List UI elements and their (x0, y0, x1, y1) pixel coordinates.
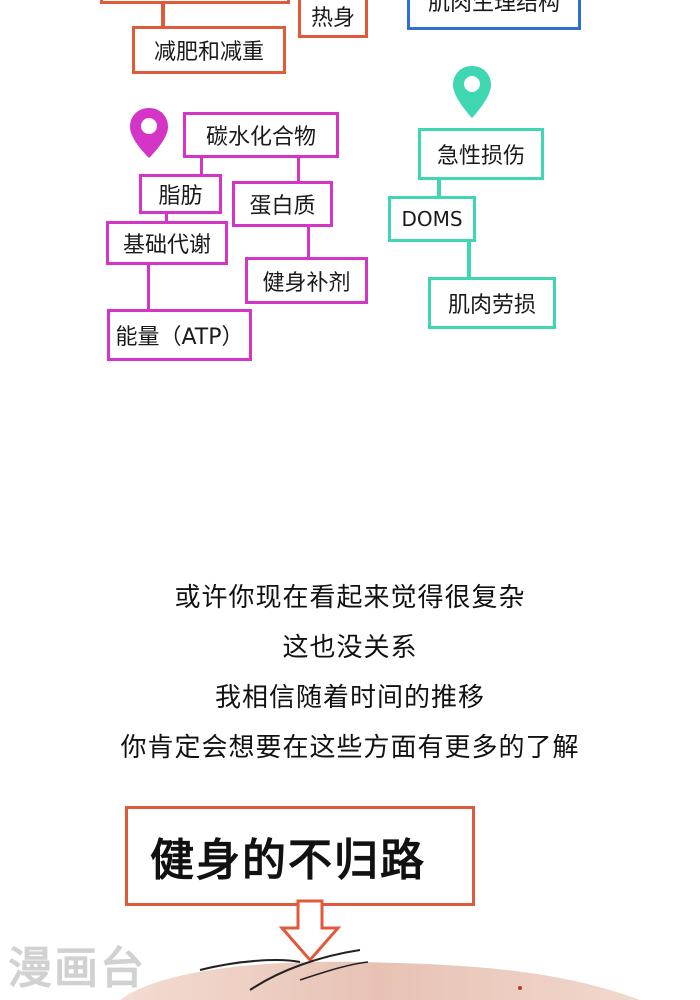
orange-box-top-partial (100, 0, 290, 4)
mag-line-protein-supp (307, 226, 310, 260)
bmr-box: 基础代谢 (106, 221, 228, 265)
arrow-down-icon (278, 899, 342, 963)
muscle-structure-label: 肌肉生理结构 (427, 0, 560, 16)
protein-label: 蛋白质 (249, 194, 316, 219)
section-title-box: 健身的不归路 (125, 806, 475, 906)
carbs-label: 碳水化合物 (205, 125, 316, 150)
carbs-box: 碳水化合物 (183, 112, 339, 158)
acute-injury-label: 急性损伤 (436, 144, 525, 169)
magenta-pin-icon (130, 108, 168, 158)
fat-box: 脂肪 (139, 174, 222, 214)
section-title: 健身的不归路 (150, 835, 426, 886)
mag-line-carbs-left (200, 155, 203, 177)
fatloss-box: 减肥和减重 (132, 26, 286, 74)
muscle-structure-box: 肌肉生理结构 (407, 0, 581, 30)
acute-injury-box: 急性损伤 (418, 128, 544, 180)
caption-line-3: 我相信随着时间的推移 (214, 683, 485, 713)
teal-line-acute-doms (437, 178, 441, 198)
supplements-box: 健身补剂 (245, 257, 368, 304)
strain-label: 肌肉劳损 (447, 293, 536, 318)
mag-line-fat-bmr (165, 210, 168, 224)
supplements-label: 健身补剂 (262, 270, 351, 296)
energy-label: 能量（ATP） (115, 325, 244, 350)
mag-line-carbs-right (297, 155, 300, 183)
watermark-logo: 漫画台 (8, 943, 146, 994)
doms-label: DOMS (401, 207, 463, 231)
energy-box: 能量（ATP） (107, 309, 252, 361)
caption-line-2: 这也没关系 (282, 633, 418, 663)
fatloss-label: 减肥和减重 (153, 40, 264, 65)
strain-box: 肌肉劳损 (428, 277, 556, 329)
caption-line-4: 你肯定会想要在这些方面有更多的了解 (120, 733, 580, 763)
doms-box: DOMS (388, 196, 476, 242)
protein-box: 蛋白质 (232, 181, 333, 227)
warmup-box: 热身 (298, 0, 368, 38)
bmr-label: 基础代谢 (122, 233, 211, 258)
comic-panel-scene (120, 949, 640, 1000)
teal-pin-icon (453, 66, 491, 118)
fat-label: 脂肪 (158, 184, 203, 209)
mag-line-bmr-energy (147, 262, 150, 310)
orange-connector-v (161, 0, 165, 30)
warmup-label: 热身 (310, 6, 355, 31)
caption-line-1: 或许你现在看起来觉得很复杂 (174, 583, 526, 613)
teal-line-doms-strain (467, 240, 471, 280)
